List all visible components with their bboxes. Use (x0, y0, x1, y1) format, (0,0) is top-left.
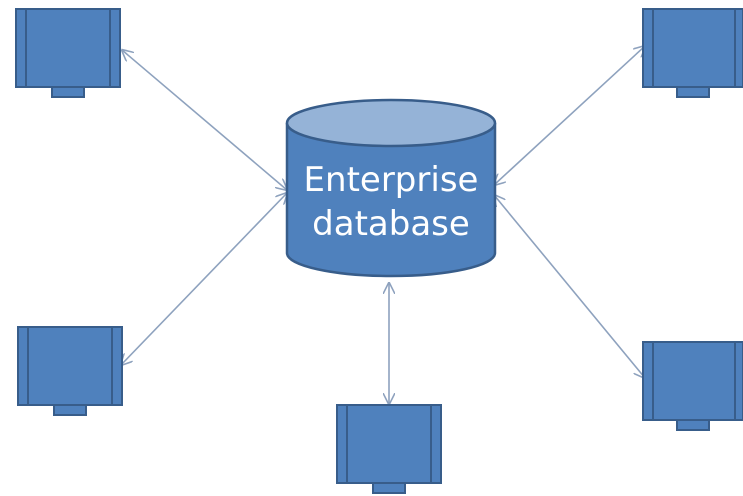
arrow-bottom-right (494, 195, 645, 378)
monitor-icon (15, 8, 121, 98)
arrow-bottom-left (121, 193, 287, 365)
arrow-top-left (122, 50, 287, 190)
monitor-icon (336, 404, 442, 494)
connection-arrows (121, 46, 645, 404)
monitor-icon (17, 326, 123, 416)
arrow-top-right (494, 46, 645, 185)
database-cylinder-icon (285, 98, 497, 278)
monitor-icon (642, 8, 743, 98)
monitor-icon (642, 341, 743, 431)
